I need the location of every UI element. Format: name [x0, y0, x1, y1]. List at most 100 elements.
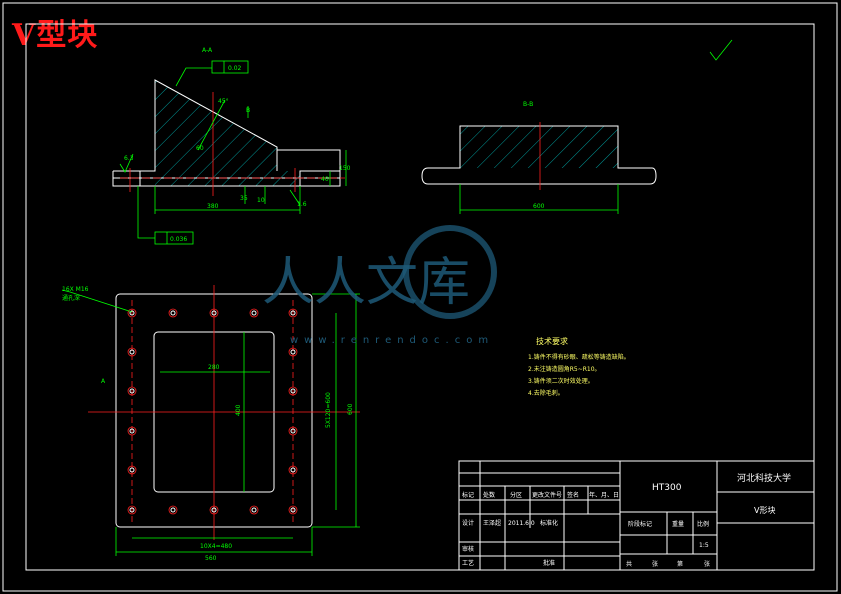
tb-sheet-row: 共张第张: [626, 560, 710, 568]
hdr-cell: 签名: [567, 491, 579, 499]
watermark-url: www.renrendoc.com: [290, 335, 494, 346]
bolt-hole: [288, 308, 298, 318]
dim-front-gap: 10: [257, 197, 265, 204]
roughness-right: 1.6: [297, 201, 307, 208]
tech-item-4: 4.去除毛刺。: [528, 389, 564, 397]
dim-plan-height: 600: [347, 403, 354, 415]
tb-school: 河北科技大学: [737, 472, 791, 484]
bolt-hole-inner: [170, 507, 176, 513]
bolt-hole-inner: [129, 388, 135, 394]
bolt-hole: [209, 505, 219, 515]
tb-material: HT300: [652, 483, 682, 493]
bolt-hole: [127, 505, 137, 515]
bolt-hole-inner: [129, 349, 135, 355]
bolt-hole: [127, 465, 137, 475]
dim-right-width: 600: [533, 203, 545, 210]
bolt-hole: [288, 347, 298, 357]
drow-cell: 设计: [462, 519, 474, 527]
section-label-b-b: B-B: [523, 101, 533, 108]
section-b-b-view: [421, 122, 657, 214]
dim-plan-width: 560: [205, 555, 217, 562]
bolt-hole-inner: [290, 388, 296, 394]
bolt-hole-inner: [251, 507, 257, 513]
watermark-text: 人人文库: [262, 253, 470, 313]
tb-weight-label: 重量: [672, 520, 684, 528]
bolt-hole: [288, 426, 298, 436]
roughness-general-icon: [709, 39, 733, 61]
bolt-hole-inner: [290, 428, 296, 434]
drow-cell: 王泽超: [483, 519, 501, 527]
bolt-hole: [249, 505, 259, 515]
tol-top: 0.02: [228, 65, 242, 72]
bolt-hole-inner: [251, 310, 257, 316]
tech-item-2: 2.未注铸造圆角R5~R10。: [528, 365, 601, 373]
dim-front-h2: 150: [339, 165, 351, 172]
bolt-hole-inner: [129, 507, 135, 513]
dim-plan-inner-h: 400: [235, 404, 242, 416]
b-mark: B: [246, 107, 250, 114]
a-mark: A: [101, 378, 106, 385]
tb-scale-value: 1:5: [699, 542, 709, 549]
tb-review-label: 审核: [462, 545, 474, 553]
bolt-hole-inner: [290, 467, 296, 473]
hdr-cell: 标记: [462, 491, 474, 499]
title-block: [458, 460, 815, 571]
hdr-cell: 分区: [510, 491, 522, 499]
bolt-hole: [127, 426, 137, 436]
bolt-hole: [168, 308, 178, 318]
drow-cell: 标准化: [540, 519, 558, 527]
bolt-hole-inner: [129, 310, 135, 316]
bolt-hole-inner: [290, 310, 296, 316]
bolt-hole: [127, 308, 137, 318]
sheet-cell: 张: [704, 560, 710, 568]
bolt-hole-inner: [290, 349, 296, 355]
bolt-hole-inner: [129, 467, 135, 473]
plan-holes: [127, 308, 298, 515]
bolt-hole-inner: [211, 507, 217, 513]
sheet-cell: 张: [652, 560, 658, 568]
dim-plan-inner-w: 280: [208, 364, 220, 371]
plan-view: [88, 285, 360, 540]
tol-bottom: 0.036: [170, 236, 187, 243]
hole-note-1: 16X M16: [62, 286, 89, 293]
sheet-cell: 第: [677, 560, 683, 568]
drow-cell: 2011.6.0: [508, 520, 535, 527]
hole-note-2: 通孔深: [62, 294, 80, 302]
inner-border: [25, 23, 815, 571]
tb-stage-label: 阶段标记: [628, 520, 652, 528]
bolt-hole: [168, 505, 178, 515]
bolt-hole: [249, 308, 259, 318]
hdr-cell: 年、月、日: [589, 491, 619, 499]
bolt-hole-inner: [211, 310, 217, 316]
bolt-hole-inner: [129, 428, 135, 434]
dim-front-h1: 40: [321, 176, 329, 183]
bolt-hole: [127, 347, 137, 357]
tb-scale-label: 比例: [697, 520, 709, 528]
bolt-hole: [288, 386, 298, 396]
dim-front-small: 35: [240, 195, 248, 202]
section-label-a-a: A-A: [202, 47, 213, 54]
dim-plan-holes-h: 5X120=600: [325, 392, 332, 428]
bolt-hole: [288, 505, 298, 515]
tb-part-name: V形块: [754, 505, 775, 515]
bolt-hole: [288, 465, 298, 475]
tech-item-3: 3.铸件须二次时效处理。: [528, 377, 594, 385]
dim-left: 60: [196, 145, 204, 152]
hdr-cell: 更改文件号: [532, 491, 562, 499]
tb-approve-label: 批准: [543, 559, 555, 567]
bolt-hole: [209, 308, 219, 318]
watermark: 人人文库 www.renrendoc.com: [262, 225, 497, 346]
tech-item-1: 1.铸件不得有砂眼、疏松等铸造缺陷。: [528, 353, 630, 361]
bolt-hole-inner: [170, 310, 176, 316]
hdr-cell: 处数: [483, 491, 495, 499]
roughness-left: 6.3: [124, 155, 134, 162]
tb-design-row: 设计 王泽超 2011.6.0 标准化: [462, 519, 558, 527]
dim-angle: 45°: [218, 98, 229, 105]
tech-heading: 技术要求: [536, 336, 568, 346]
bolt-hole-inner: [290, 507, 296, 513]
tb-header-row: 标记 处数 分区 更改文件号签名 年、月、日: [462, 491, 619, 499]
sheet-cell: 共: [626, 560, 632, 568]
tb-process-label: 工艺: [462, 559, 474, 567]
